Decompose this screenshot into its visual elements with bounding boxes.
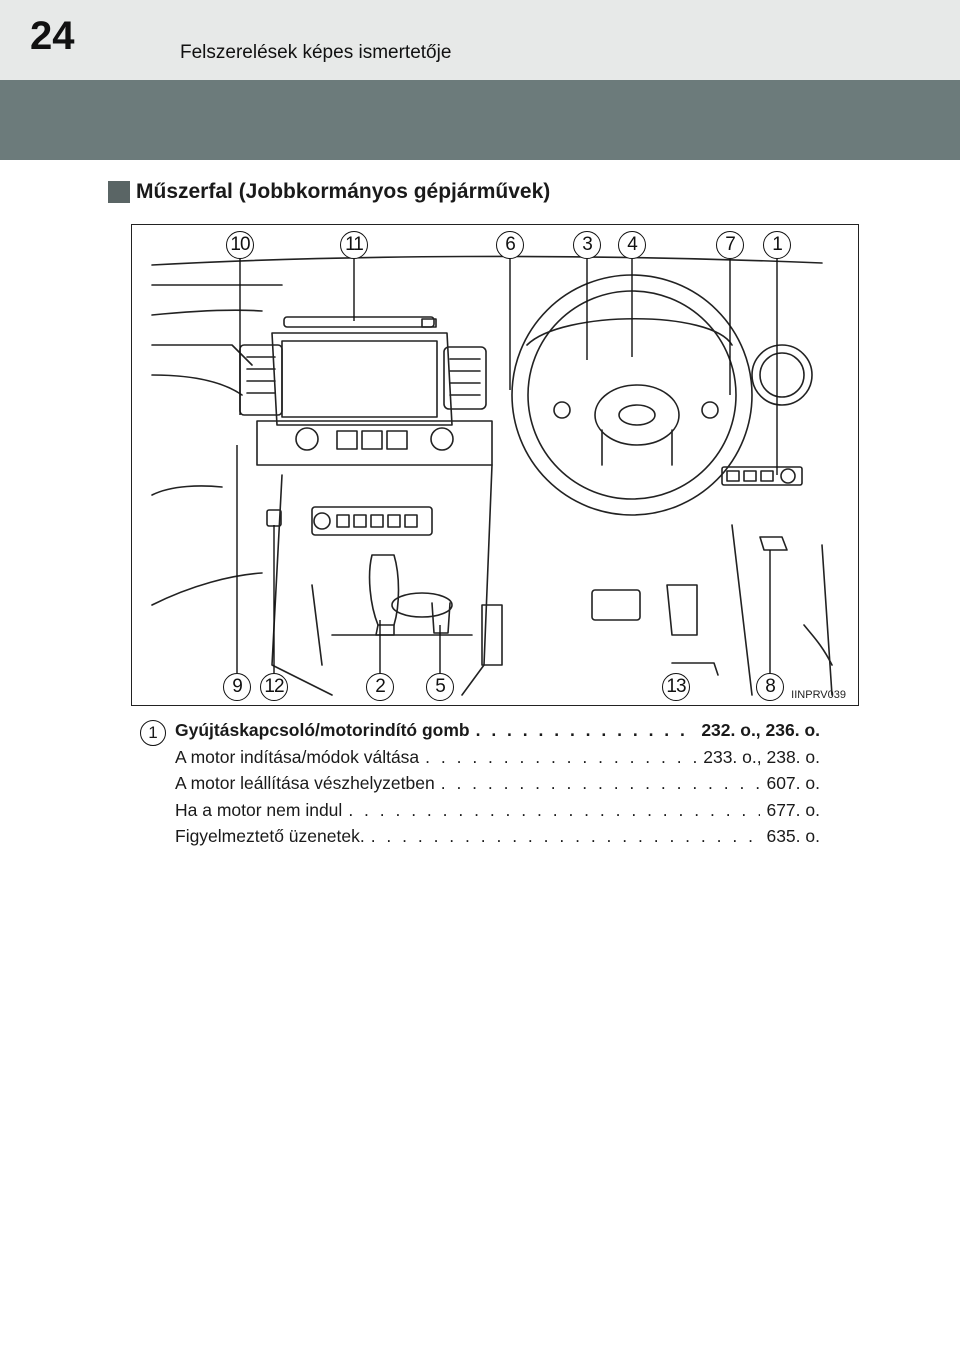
section-square-icon <box>108 181 130 203</box>
callout-2: 2 <box>366 673 394 701</box>
section-heading: Műszerfal (Jobbkormányos gépjárművek) <box>108 180 550 204</box>
entry-item: A motor leállítása vészhelyzetben . . . … <box>175 773 820 800</box>
entry-item: A motor indítása/módok váltása . . . . .… <box>175 747 820 774</box>
entry-label: Figyelmeztető üzenetek. <box>175 826 365 846</box>
callout-3: 3 <box>573 231 601 259</box>
entry-label: A motor indítása/módok váltása <box>175 746 420 767</box>
callout-10: 10 <box>226 231 254 259</box>
entry-label: A motor leállítása vészhelyzetben <box>175 773 435 793</box>
leader-dots: . . . . . . . . . . . . . . . . . . . . … <box>475 720 696 740</box>
entry-label: Gyújtáskapcsoló/motorindító gomb <box>175 720 470 740</box>
page-number: 24 <box>30 14 75 58</box>
entry-main: Gyújtáskapcsoló/motorindító gomb . . . .… <box>175 720 820 747</box>
entry-list: 1 Gyújtáskapcsoló/motorindító gomb . . .… <box>140 720 820 853</box>
section-heading-text: Műszerfal (Jobbkormányos gépjárművek) <box>136 180 551 203</box>
entry-page: 233. o., 238. o. <box>703 746 820 767</box>
callout-8: 8 <box>756 673 784 701</box>
dashboard-figure: 10 11 6 3 4 7 1 9 12 2 5 13 8 IINPRV039 <box>131 224 859 706</box>
leader-dots: . . . . . . . . . . . . . . . . . . . . … <box>440 773 761 793</box>
entry-item: Figyelmeztető üzenetek. . . . . . . . . … <box>175 826 820 853</box>
callout-13: 13 <box>662 673 690 701</box>
callout-7: 7 <box>716 231 744 259</box>
header-strip <box>0 0 960 80</box>
entry-page: 232. o., 236. o. <box>701 720 820 740</box>
dashboard-illustration <box>151 255 833 696</box>
leader-dots: . . . . . . . . . . . . . . . . . . . . … <box>370 826 761 846</box>
entry-page: 635. o. <box>766 826 820 846</box>
callout-12: 12 <box>260 673 288 701</box>
entry-item: Ha a motor nem indul . . . . . . . . . .… <box>175 800 820 827</box>
leader-dots: . . . . . . . . . . . . . . . . . . . . … <box>348 799 760 820</box>
callout-11: 11 <box>340 231 368 259</box>
callout-9: 9 <box>223 673 251 701</box>
entry-label: Ha a motor nem indul <box>175 799 343 820</box>
leader-dots: . . . . . . . . . . . . . . . . . . . . … <box>425 746 697 767</box>
figure-code: IINPRV039 <box>791 689 846 701</box>
entry-page: 607. o. <box>766 773 820 793</box>
header-band <box>0 80 960 160</box>
callout-6: 6 <box>496 231 524 259</box>
callout-4: 4 <box>618 231 646 259</box>
entry-badge: 1 <box>140 720 166 746</box>
callout-1: 1 <box>763 231 791 259</box>
callout-5: 5 <box>426 673 454 701</box>
callout-leaders <box>236 259 778 673</box>
entry-page: 677. o. <box>766 799 820 820</box>
chapter-title: Felszerelések képes ismertetője <box>180 42 452 63</box>
